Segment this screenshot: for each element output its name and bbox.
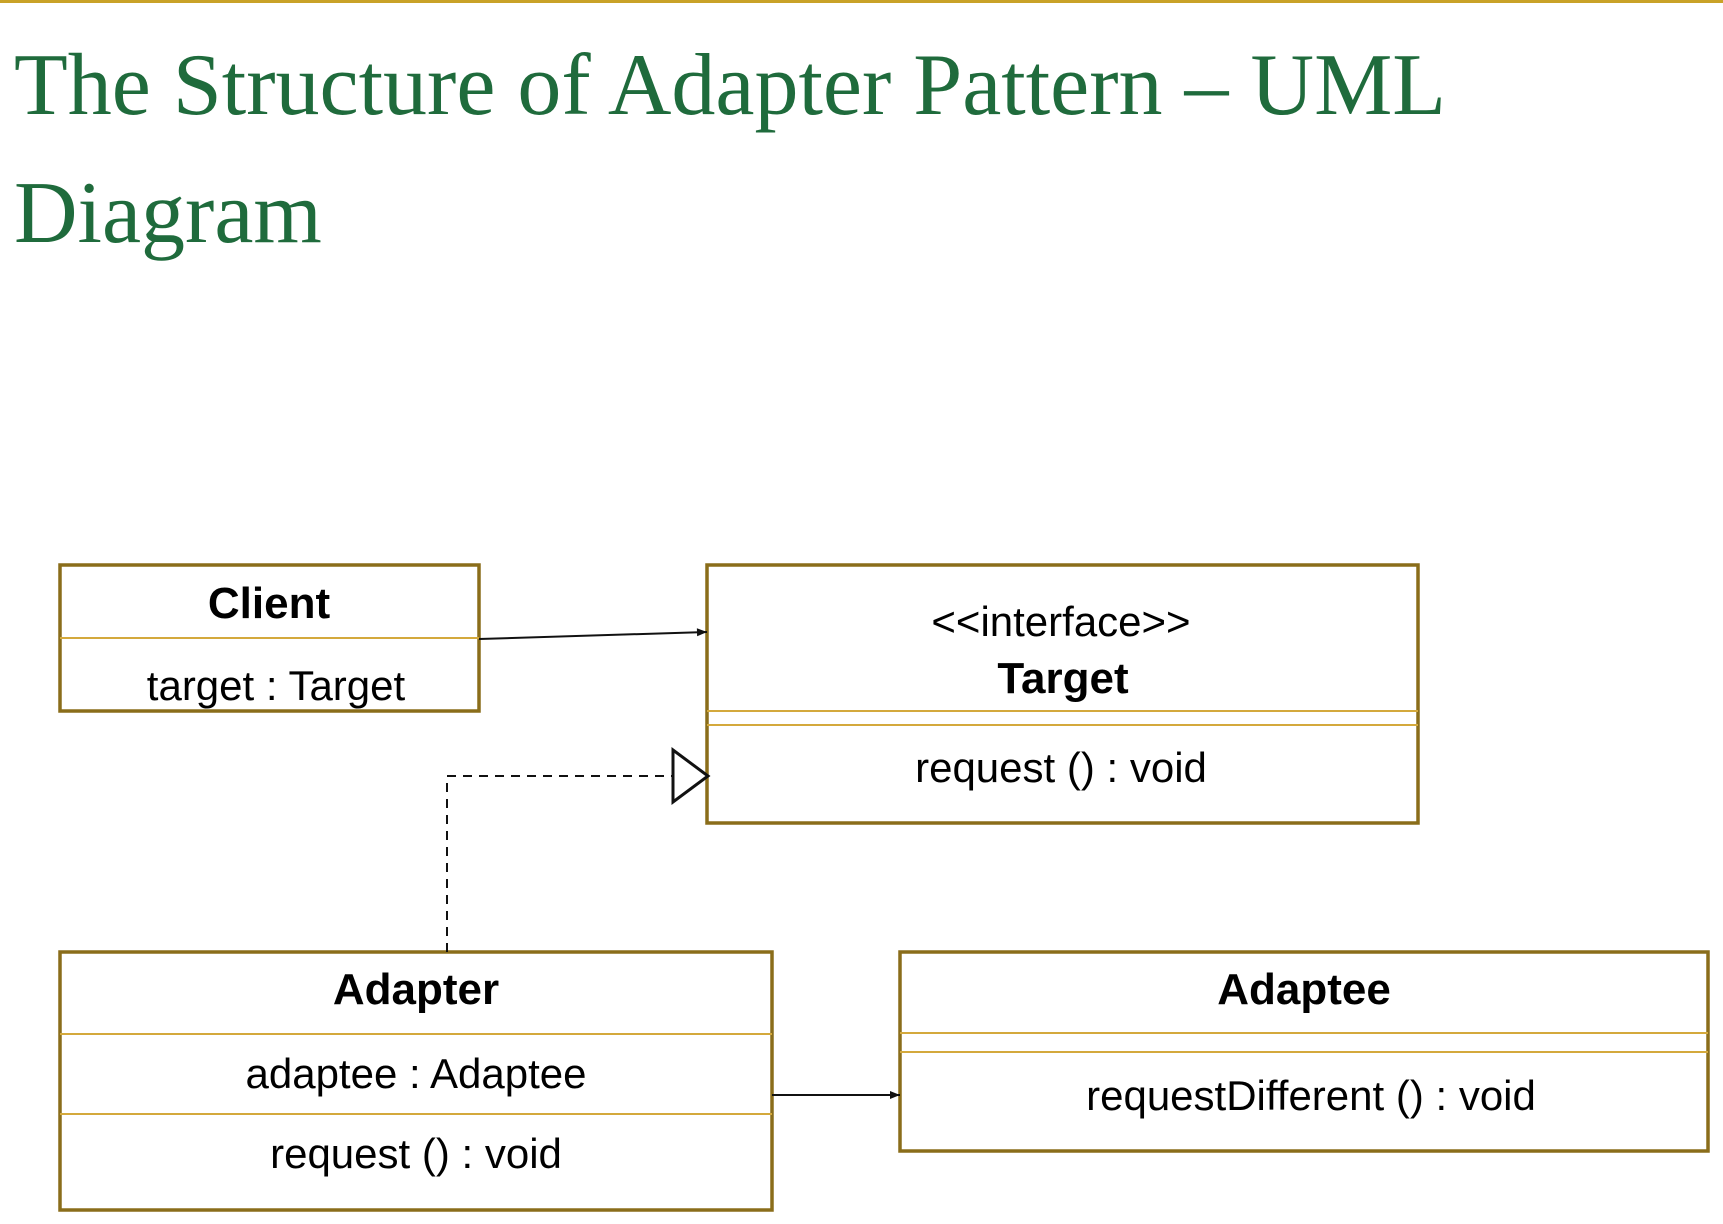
client-class-name: Client [208,579,331,628]
target-interface[interactable]: <<interface>> Target request () : void [705,563,1420,825]
top-rule [0,0,1723,3]
adapter-class[interactable]: Adapter adaptee : Adaptee request () : v… [58,950,774,1212]
adaptee-class-name: Adaptee [1217,965,1391,1014]
adapter-class-name: Adapter [333,965,499,1014]
slide-title: The Structure of Adapter Pattern – UML D… [14,37,1443,262]
target-stereotype: <<interface>> [931,598,1190,645]
adapter-operation: request () : void [270,1130,562,1177]
adaptee-class[interactable]: Adaptee requestDifferent () : void [898,950,1710,1153]
target-operation: request () : void [915,744,1207,791]
client-attribute: target : Target [147,662,406,709]
client-class[interactable]: Client target : Target [58,563,481,713]
adaptee-operation: requestDifferent () : void [1086,1072,1536,1119]
adapter-attribute: adaptee : Adaptee [246,1050,587,1097]
client-target-association [478,628,708,640]
target-class-name: Target [997,654,1129,703]
adapter-target-realization [446,747,711,952]
